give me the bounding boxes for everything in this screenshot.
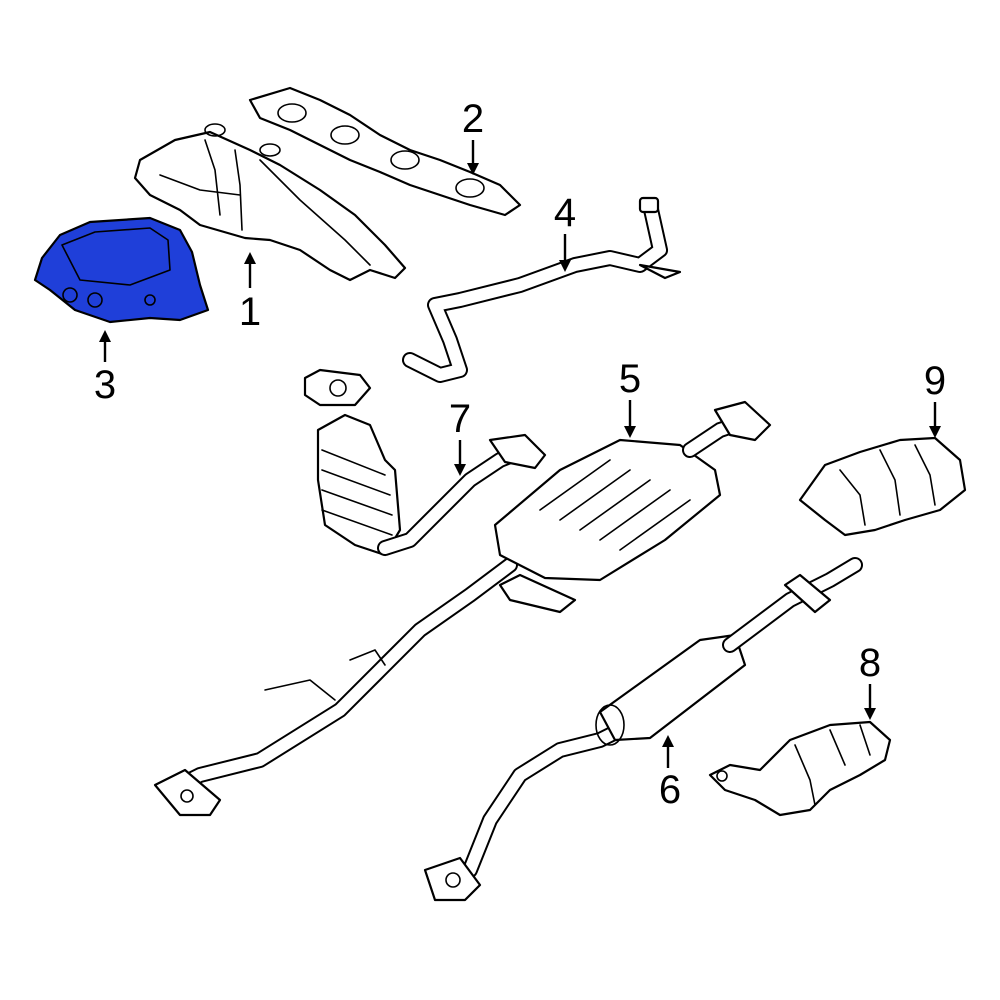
- callout-2: 2: [462, 97, 484, 175]
- part-9-heat-shield[interactable]: [798, 436, 967, 537]
- callout-9: 9: [924, 359, 946, 438]
- part-7-catalytic-converter[interactable]: [303, 368, 547, 557]
- callout-4: 4: [554, 191, 576, 272]
- part-1-exhaust-manifold[interactable]: [133, 123, 407, 282]
- part-2-manifold-gasket[interactable]: [248, 86, 522, 217]
- callout-7: 7: [449, 397, 471, 476]
- part-3-heat-shield[interactable]: [33, 216, 210, 324]
- callout-4-label: 4: [554, 191, 576, 235]
- callout-8-label: 8: [859, 641, 881, 685]
- callout-7-label: 7: [449, 397, 471, 441]
- callout-6: 6: [659, 735, 681, 812]
- callout-3: 3: [94, 330, 116, 407]
- part-5-muffler-assembly[interactable]: [153, 400, 772, 817]
- callout-5: 5: [619, 357, 641, 438]
- callout-5-label: 5: [619, 357, 641, 401]
- callout-8: 8: [859, 641, 881, 720]
- callout-1: 1: [239, 252, 261, 334]
- callout-6-label: 6: [659, 768, 681, 812]
- callout-2-label: 2: [462, 97, 484, 141]
- part-8-heat-shield[interactable]: [708, 720, 892, 817]
- callout-9-label: 9: [924, 359, 946, 403]
- part-4-egr-tube[interactable]: [402, 196, 682, 383]
- part-6-muffler-rear-pipe[interactable]: [423, 557, 863, 902]
- callout-1-label: 1: [239, 290, 261, 334]
- callout-3-label: 3: [94, 363, 116, 407]
